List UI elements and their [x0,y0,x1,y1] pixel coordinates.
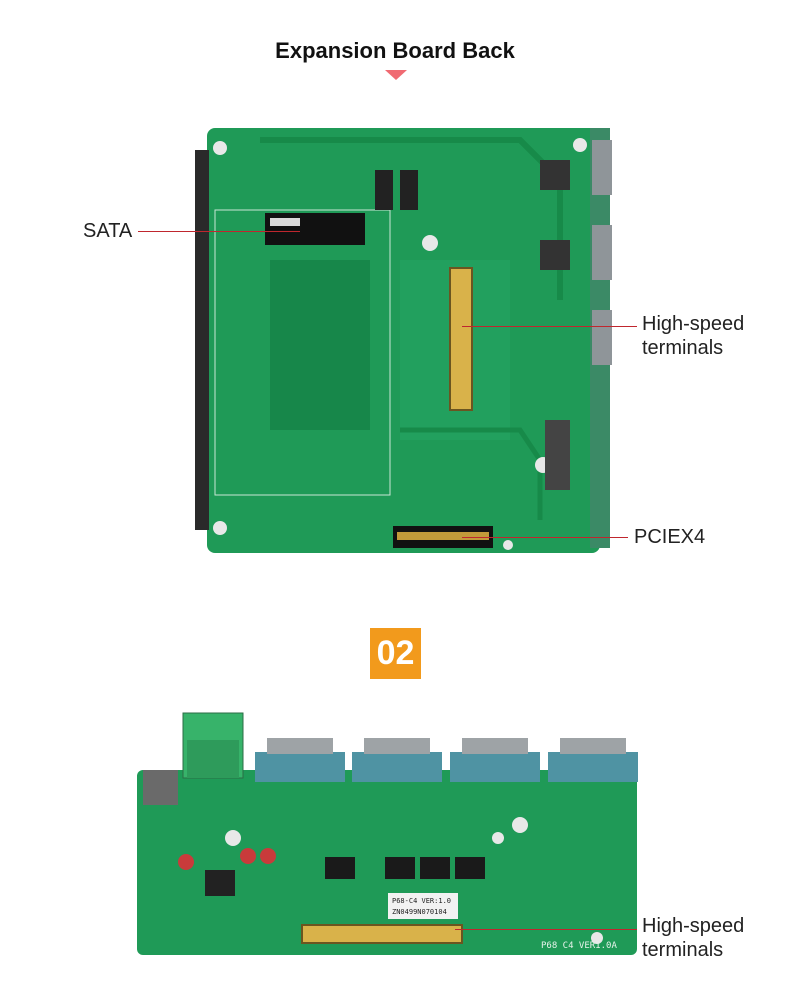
silkscreen-model: P68 C4 VER1.0A [541,941,617,951]
down-arrow-icon [385,70,407,80]
svg-text:P68-C4 VER:1.0: P68-C4 VER:1.0 [392,897,451,905]
leader-high-speed-2 [455,929,637,930]
label-high-speed-terminals-1: High-speed terminals [642,313,745,359]
label-sata: SATA [83,220,133,242]
svg-text:ZN0499N070104: ZN0499N070104 [392,908,447,916]
leader-sata [138,231,300,232]
section-badge: 02 [370,628,421,679]
high-speed-connector-2 [301,924,463,944]
sata-connector [265,213,365,245]
leader-pciex4 [462,537,628,538]
leader-high-speed-1 [462,326,637,327]
page-title: Expansion Board Back [275,38,515,63]
label-high-speed-terminals-2: High-speed terminals [642,915,745,961]
label-pciex4: PCIEX4 [634,526,706,548]
high-speed-connector-1 [449,267,473,411]
